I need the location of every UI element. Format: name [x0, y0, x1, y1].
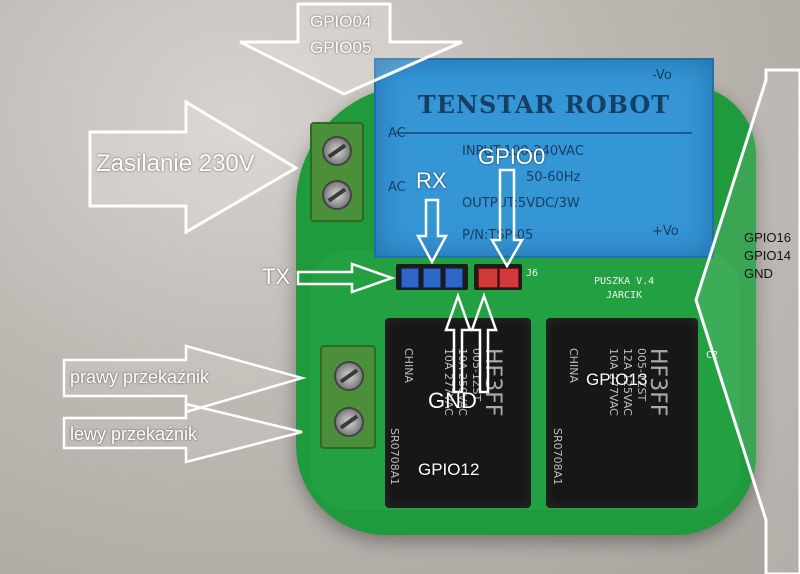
uart-header: [396, 264, 468, 290]
label-gpio14: GPIO14: [744, 248, 791, 263]
label-gpio13: GPIO13: [586, 370, 648, 389]
pin-3v3: [445, 268, 463, 288]
screw-icon: [322, 136, 352, 166]
silk-author: JARCIK: [606, 290, 643, 301]
silk-board-name: PUSZKA V.4: [594, 276, 655, 287]
silk-c2: C2: [706, 350, 719, 361]
psu-output: OUTPUT:5VDC/3W: [462, 196, 580, 211]
label-gpio16: GPIO16: [744, 230, 791, 245]
pin-rx: [423, 268, 441, 288]
relay-terminal-block: [320, 345, 376, 449]
label-gpio12: GPIO12: [418, 460, 480, 479]
power-terminal-block: [310, 122, 364, 222]
psu-brand: TENSTAR ROBOT: [417, 90, 671, 119]
psu-freq: 50-60Hz: [526, 170, 581, 185]
psu-input: INPUT:100-240VAC: [462, 144, 584, 159]
label-gnd: GND: [428, 388, 477, 413]
silk-j6: J6: [526, 268, 539, 279]
label-rx: RX: [416, 168, 447, 193]
arrow-rx-icon: [415, 198, 449, 265]
arrow-gnd-left-icon: [444, 292, 472, 394]
label-gpio05: GPIO05: [310, 38, 372, 57]
arrow-prawy-icon: [62, 344, 307, 414]
psu-ac-bottom: AC: [388, 180, 406, 195]
arrow-gnd-right-icon: [470, 292, 498, 394]
label-gpio0: GPIO0: [478, 144, 546, 169]
label-prawy-przekaznik: prawy przekaźnik: [70, 367, 210, 387]
psu-ac-top: AC: [388, 126, 406, 141]
relay-left: HF3FF 005-1ZST 10A 250VAC 10A 277VAC CHI…: [385, 318, 531, 508]
screw-icon: [334, 407, 364, 437]
gpio0-header: [474, 264, 522, 290]
relay-right: HF3FF 005-1ZST 12A 125VAC 10A 277VAC CHI…: [546, 318, 698, 508]
arrow-tx-icon: [296, 262, 396, 294]
label-gpio04: GPIO04: [310, 12, 372, 31]
label-lewy-przekaznik: lewy przekaźnik: [70, 424, 198, 444]
pin-tx: [401, 268, 419, 288]
arrow-lewy-icon: [62, 402, 303, 464]
screw-icon: [322, 180, 352, 210]
psu-divider: [396, 132, 692, 134]
pin-gpio0: [499, 268, 519, 288]
psu-vminus: -Vo: [652, 68, 672, 83]
arrow-right-side-icon: [694, 68, 800, 574]
label-zasilanie: Zasilanie 230V: [96, 150, 255, 177]
pin-gnd: [478, 268, 498, 288]
arrow-top-icon: [239, 2, 463, 96]
screw-icon: [334, 361, 364, 391]
arrow-gpio0-icon: [489, 168, 525, 269]
label-tx: TX: [262, 264, 291, 289]
label-gnd-right: GND: [744, 266, 773, 281]
psu-vplus: +Vo: [652, 224, 679, 239]
power-supply-module: TENSTAR ROBOT AC AC INPUT:100-240VAC 50-…: [374, 58, 714, 258]
arrow-power-icon: [88, 99, 299, 235]
